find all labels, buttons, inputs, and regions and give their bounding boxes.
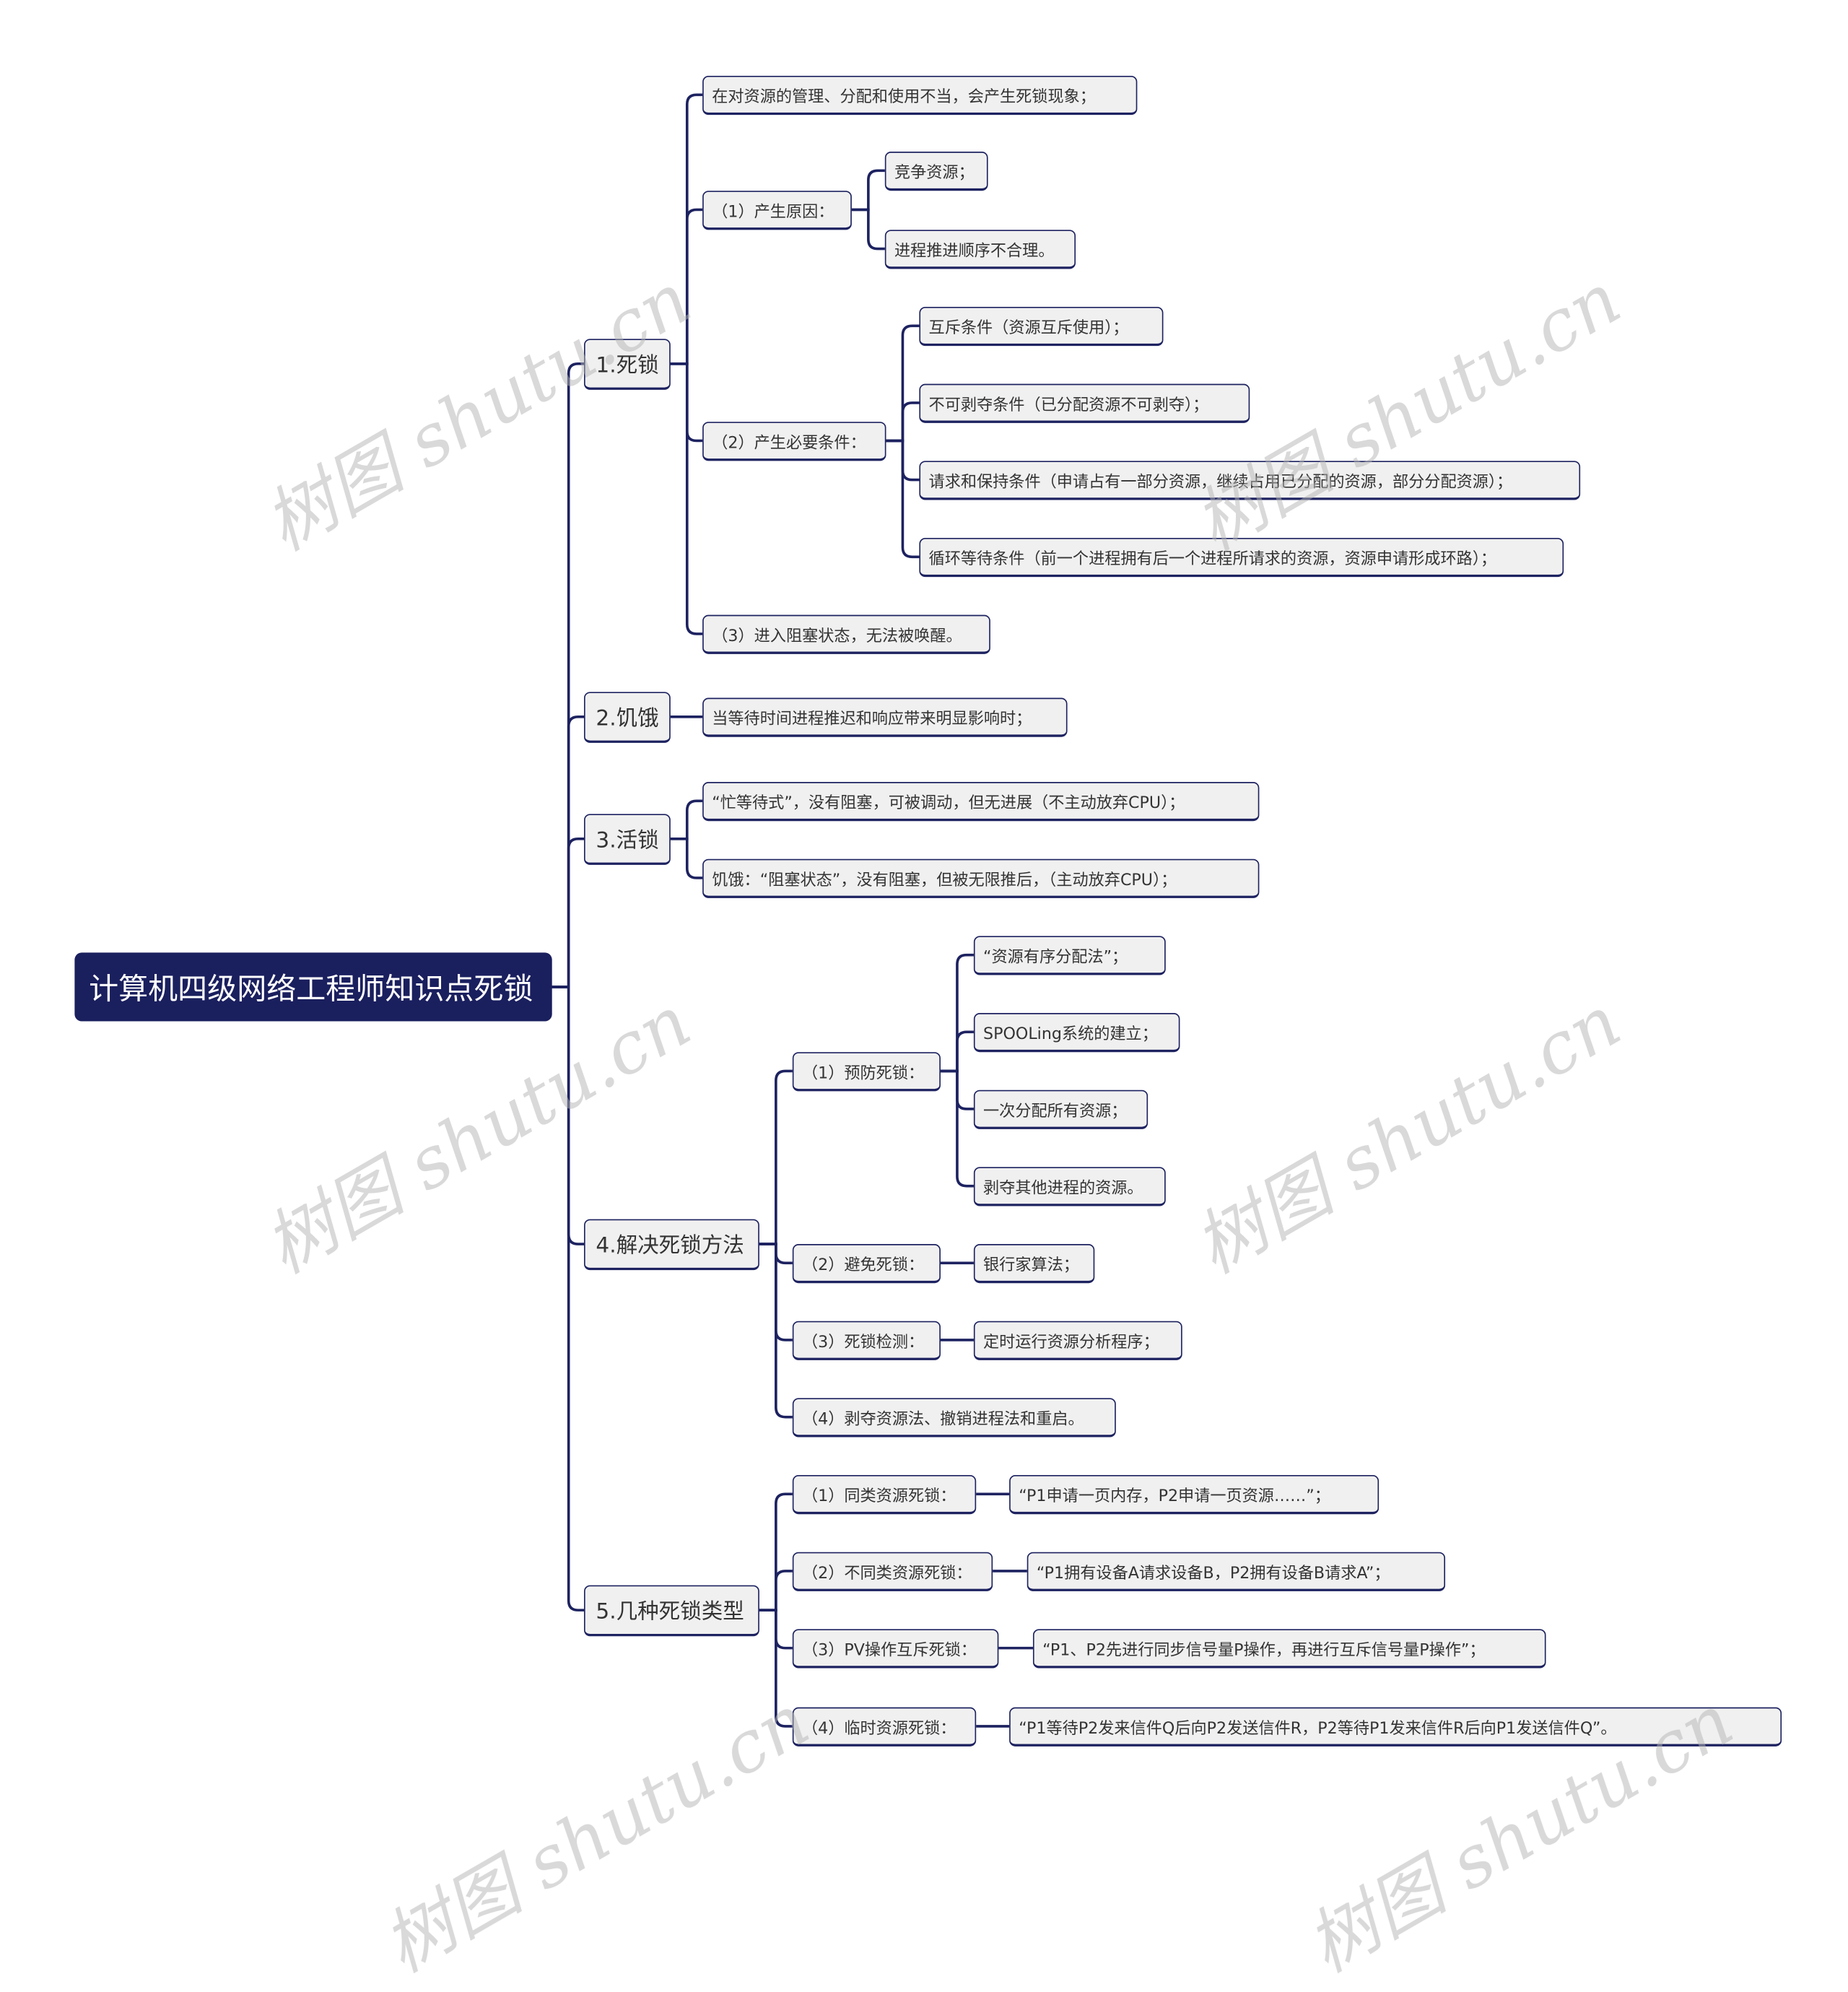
connector-line (670, 208, 703, 365)
subtopic-node[interactable]: （1）产生原因： (702, 190, 852, 230)
connector-line (670, 838, 703, 879)
subtopic-node[interactable]: 饥饿：“阻塞状态”，没有阻塞，但被无限推后，（主动放弃CPU）； (702, 858, 1260, 898)
subtopic-node[interactable]: （2）产生必要条件： (702, 421, 886, 461)
branch-topic[interactable]: 3.活锁 (584, 813, 671, 865)
connector-line (886, 324, 920, 443)
connector-line (851, 208, 885, 251)
connector-line (851, 169, 885, 212)
branch-topic[interactable]: 4.解决死锁方法 (584, 1218, 759, 1270)
subtopic-node[interactable]: 当等待时间进程推迟和响应带来明显影响时； (702, 697, 1068, 736)
subtopic-node[interactable]: 定时运行资源分析程序； (973, 1320, 1182, 1360)
subtopic-node[interactable]: “P1等待P2发来信件Q后向P2发送信件R，P2等待P1发来信件R后向P1发送信… (1009, 1706, 1782, 1747)
subtopic-node[interactable]: “P1、P2先进行同步信号量P操作，再进行互斥信号量P操作”； (1032, 1628, 1546, 1668)
connector-line (940, 1069, 974, 1188)
connector-line (552, 986, 585, 1612)
subtopic-node[interactable]: 在对资源的管理、分配和使用不当，会产生死锁现象； (702, 75, 1138, 115)
subtopic-node[interactable]: 不可剥夺条件（已分配资源不可剥夺）； (919, 383, 1250, 423)
subtopic-node[interactable]: 竞争资源； (884, 151, 988, 191)
connector-line (670, 93, 703, 365)
subtopic-node[interactable]: （3）死锁检测： (792, 1320, 941, 1360)
subtopic-node[interactable]: （3）PV操作互斥死锁： (792, 1628, 999, 1668)
connector-line (940, 1030, 974, 1073)
connector-line (670, 362, 703, 635)
subtopic-node[interactable]: 进程推进顺序不合理。 (884, 229, 1076, 269)
subtopic-node[interactable]: （1）预防死锁： (792, 1051, 941, 1091)
connector-line (759, 1492, 793, 1612)
connector-line (759, 1609, 793, 1728)
subtopic-node[interactable]: （2）避免死锁： (792, 1243, 941, 1283)
subtopic-node[interactable]: 请求和保持条件（申请占有一部分资源，继续占用已分配的资源，部分分配资源）； (919, 460, 1581, 500)
connector-line (886, 401, 920, 443)
connector-lines (552, 93, 1033, 1728)
connector-line (940, 953, 974, 1073)
root-topic[interactable]: 计算机四级网络工程师知识点死锁 (74, 952, 552, 1022)
subtopic-node[interactable]: “P1申请一页内存，P2申请一页资源……”； (1009, 1474, 1380, 1514)
branch-topic[interactable]: 2.饥饿 (584, 691, 671, 743)
branch-topic[interactable]: 5.几种死锁类型 (584, 1584, 759, 1636)
subtopic-node[interactable]: “P1拥有设备A请求设备B，P2拥有设备B请求A”； (1027, 1551, 1446, 1591)
connector-line (759, 1069, 793, 1245)
subtopic-node[interactable]: （3）进入阻塞状态，无法被唤醒。 (702, 614, 990, 654)
connector-line (552, 838, 585, 988)
subtopic-node[interactable]: “资源有序分配法”； (973, 935, 1166, 975)
subtopic-node[interactable]: （1）同类资源死锁： (792, 1474, 977, 1514)
subtopic-node[interactable]: 一次分配所有资源； (973, 1089, 1149, 1129)
connector-line (552, 715, 585, 988)
connector-line (759, 1570, 793, 1612)
subtopic-node[interactable]: （4）剥夺资源法、撤销进程法和重启。 (792, 1397, 1116, 1437)
subtopic-node[interactable]: （4）临时资源死锁： (792, 1706, 977, 1747)
mind-map-canvas: 计算机四级网络工程师知识点死锁 1.死锁 2.饥饿 3.活锁 4.解决死锁方法 5.几种死… (74, 75, 1782, 1989)
subtopic-node[interactable]: 银行家算法； (973, 1243, 1095, 1283)
connector-line (552, 362, 585, 988)
branch-topic[interactable]: 1.死锁 (584, 338, 671, 390)
subtopic-node[interactable]: （2）不同类资源死锁： (792, 1551, 993, 1591)
subtopic-node[interactable]: 互斥条件（资源互斥使用）； (919, 306, 1164, 346)
connector-line (886, 439, 920, 559)
subtopic-node[interactable]: 循环等待条件（前一个进程拥有后一个进程所请求的资源，资源申请形成环路）； (919, 537, 1564, 577)
subtopic-node[interactable]: “忙等待式”，没有阻塞，可被调动，但无进展（不主动放弃CPU）； (702, 781, 1260, 821)
subtopic-node[interactable]: SPOOLing系统的建立； (973, 1012, 1180, 1052)
subtopic-node[interactable]: 剥夺其他进程的资源。 (973, 1166, 1166, 1206)
connector-line (759, 1243, 793, 1419)
connector-line (670, 799, 703, 840)
